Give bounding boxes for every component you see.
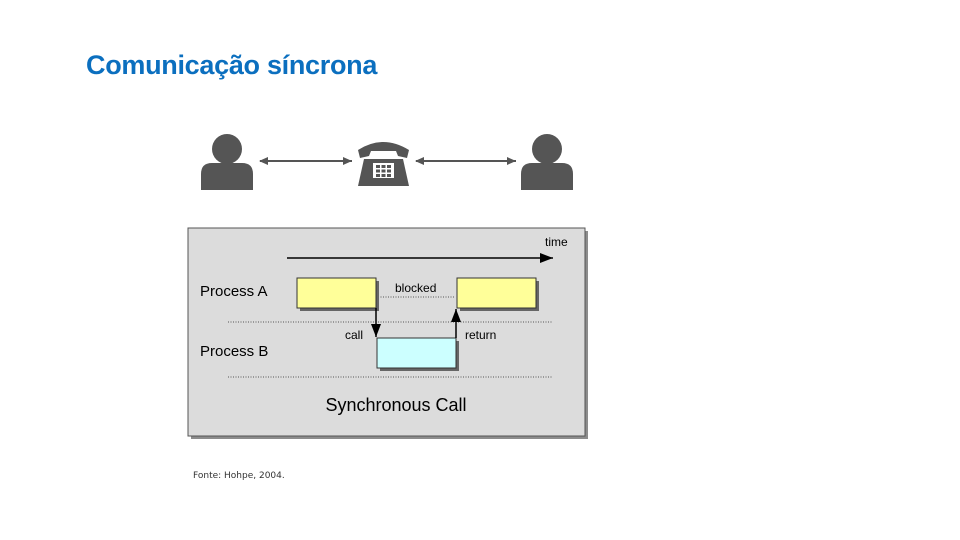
diagram-caption: Synchronous Call	[325, 395, 466, 415]
process-b-box	[376, 337, 457, 369]
call-label: call	[345, 328, 363, 342]
telephone-icon	[358, 142, 409, 186]
return-label: return	[465, 328, 496, 342]
diagram-panel	[187, 227, 588, 439]
source-citation: Fonte: Hohpe, 2004.	[193, 471, 285, 481]
right-person-icon	[521, 134, 573, 190]
process-a-box-after	[456, 277, 537, 309]
process-a-box-before	[296, 277, 377, 309]
blocked-label: blocked	[395, 281, 436, 295]
left-person-icon	[201, 134, 253, 190]
slide-title: Comunicação síncrona	[86, 50, 378, 80]
process-a-label: Process A	[200, 283, 268, 300]
time-label: time	[545, 235, 568, 249]
process-b-label: Process B	[200, 343, 268, 360]
